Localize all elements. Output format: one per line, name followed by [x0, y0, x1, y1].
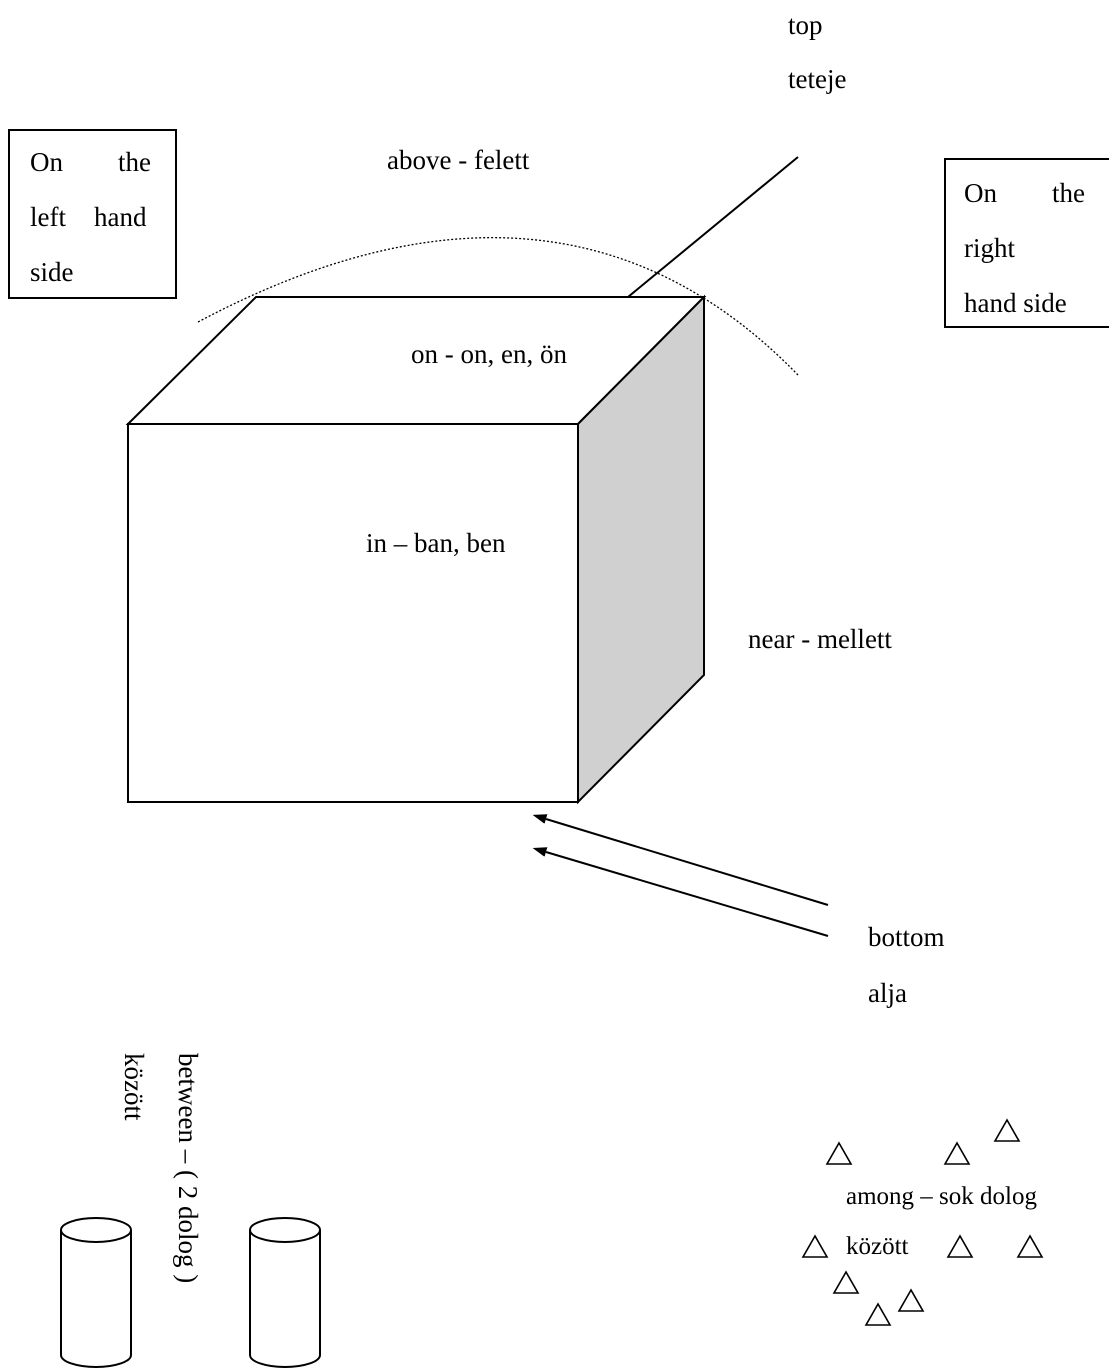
triangle [897, 1288, 925, 1312]
cube [125, 294, 707, 805]
among-triangles [801, 1118, 1044, 1326]
right-hand-side-box: On the right hand side [944, 158, 1109, 328]
label-above: above - felett [387, 145, 530, 175]
top-pointer-line [627, 156, 799, 298]
above-arc [197, 237, 799, 376]
triangle [801, 1234, 829, 1258]
left-box-word: left [30, 202, 66, 232]
triangle [943, 1141, 971, 1165]
triangle [993, 1118, 1021, 1142]
label-kozott-among: között [846, 1233, 909, 1260]
label-in: in – ban, ben [366, 528, 506, 558]
label-top: top [788, 10, 823, 40]
label-kozott-vertical: között [119, 1053, 149, 1121]
left-box-word: side [30, 257, 74, 287]
triangle [1016, 1234, 1044, 1258]
cylinder-right [249, 1217, 321, 1368]
right-box-word: hand side [964, 288, 1067, 318]
triangle [832, 1270, 860, 1294]
right-box-word: On [964, 178, 997, 208]
left-box-word: the [118, 147, 151, 177]
bottom-arrow-2 [532, 847, 829, 937]
label-near: near - mellett [748, 624, 892, 654]
label-between-vertical: between – ( 2 dolog ) [173, 1053, 203, 1284]
right-box-word: the [1052, 178, 1085, 208]
left-box-word: hand [94, 202, 147, 232]
left-box-word: On [30, 147, 63, 177]
label-among: among – sok dolog [846, 1183, 1037, 1210]
cube-front-face [127, 423, 579, 803]
label-alja: alja [868, 978, 907, 1008]
cylinder-left [60, 1217, 132, 1368]
left-hand-side-box: On the left hand side [8, 129, 177, 299]
triangle [946, 1234, 974, 1258]
label-on: on - on, en, ön [411, 339, 567, 369]
bottom-arrow-1 [532, 814, 829, 906]
right-box-word: right [964, 233, 1015, 263]
label-bottom: bottom [868, 922, 945, 952]
label-teteje: teteje [788, 64, 847, 94]
triangle [864, 1302, 892, 1326]
triangle [825, 1141, 853, 1165]
